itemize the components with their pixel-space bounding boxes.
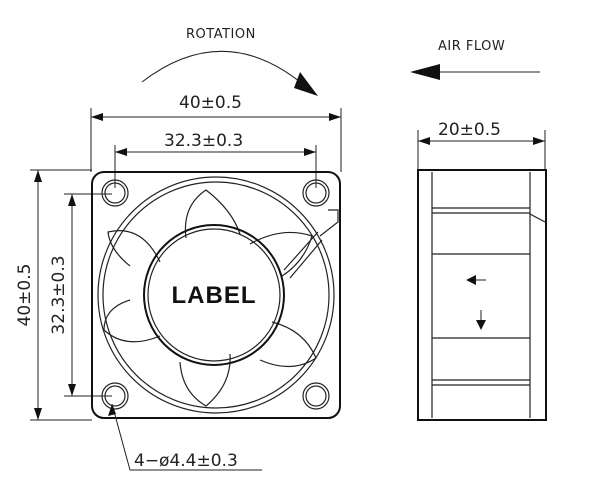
overall-height-dimension (30, 169, 92, 421)
hole-spacing-horizontal-dimension (114, 145, 317, 188)
mounting-hole-leader (108, 403, 262, 471)
mounting-hole-value: 4−ø4.4±0.3 (134, 451, 238, 471)
mounting-hole-top-left (101, 179, 129, 207)
side-frame (417, 169, 547, 421)
fan-side-view (417, 169, 547, 421)
rotation-label: ROTATION (186, 27, 256, 42)
overall-width-dimension (90, 108, 342, 172)
mounting-hole-top-right (302, 179, 330, 207)
fan-opening (97, 176, 335, 414)
depth-dimension (417, 130, 546, 170)
mounting-hole-bottom-left (101, 382, 129, 410)
rotation-arrow-icon (141, 50, 318, 96)
fan-front-view: LABEL (91, 171, 341, 419)
hole-spacing-horizontal-value: 32.3±0.3 (164, 131, 243, 151)
overall-height-value: 40±0.5 (15, 264, 35, 327)
fan-blades (103, 189, 317, 407)
depth-value: 20±0.5 (438, 120, 501, 140)
hole-spacing-vertical-value: 32.3±0.3 (49, 255, 69, 334)
overall-width-value: 40±0.5 (179, 93, 242, 113)
side-air-flow-arrow-icon (466, 275, 486, 285)
air-flow-arrow-icon (410, 64, 540, 80)
hole-spacing-vertical-dimension (64, 193, 112, 397)
mounting-hole-bottom-right (302, 382, 330, 410)
air-flow-label: AIR FLOW (438, 39, 505, 54)
fan-frame (91, 171, 341, 419)
hub-label: LABEL (172, 282, 257, 309)
fan-hub (143, 224, 285, 366)
support-strut (283, 209, 339, 279)
side-rotation-arrow-icon (476, 310, 486, 330)
